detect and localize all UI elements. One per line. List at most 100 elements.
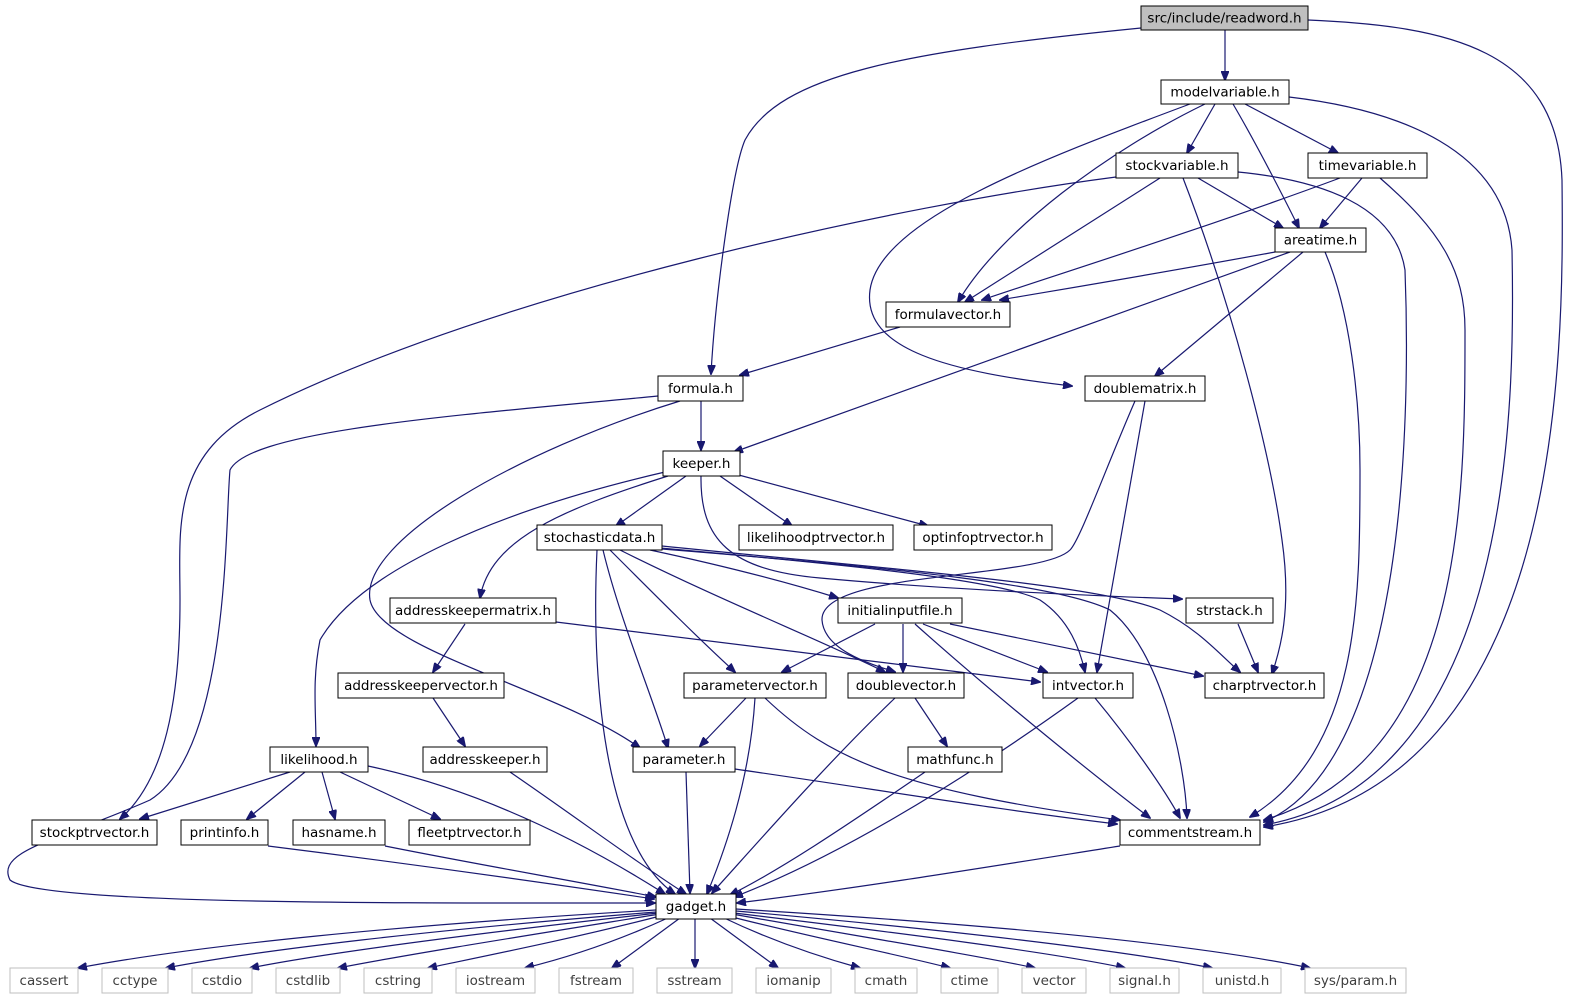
- node-label: cassert: [20, 973, 69, 989]
- node-fstream[interactable]: fstream: [558, 967, 634, 994]
- node-intvector[interactable]: intvector.h: [1042, 672, 1134, 699]
- nodes: src/include/readword.h modelvariable.h s…: [9, 5, 1428, 994]
- edge-initialinputfile-parametervector: [782, 623, 876, 672]
- node-optinfoptrvector[interactable]: optinfoptrvector.h: [913, 524, 1053, 551]
- node-signal[interactable]: signal.h: [1109, 967, 1180, 994]
- node-label: vector: [1033, 973, 1076, 989]
- edge-doublevector-gadget: [712, 697, 896, 893]
- node-label: timevariable.h: [1319, 158, 1417, 174]
- edge-commentstream-gadget: [737, 845, 1121, 903]
- node-likelihoodptrvector[interactable]: likelihoodptrvector.h: [738, 524, 894, 551]
- node-keeper[interactable]: keeper.h: [662, 450, 741, 477]
- edge-keeper-likelihood: [315, 471, 666, 746]
- node-label: optinfoptrvector.h: [922, 530, 1043, 546]
- node-label: doublematrix.h: [1094, 381, 1197, 397]
- node-gadget[interactable]: gadget.h: [655, 893, 737, 920]
- edge-gadget-cctype: [166, 911, 657, 968]
- node-commentstream[interactable]: commentstream.h: [1119, 819, 1261, 846]
- edge-intvector-gadget: [734, 697, 1079, 897]
- edge-modelvariable-doublematrix: [868, 103, 1191, 386]
- edge-gadget-cassert: [78, 909, 657, 968]
- edge-modelvariable-formulavector: [958, 103, 1206, 302]
- edge-stockvariable-charptrvector: [1182, 177, 1287, 674]
- node-label: addresskeepervector.h: [344, 678, 498, 694]
- node-label: modelvariable.h: [1170, 85, 1279, 101]
- node-label: fstream: [570, 973, 622, 989]
- node-mathfunc[interactable]: mathfunc.h: [907, 746, 1003, 773]
- edge-parametervector-commentstream: [764, 697, 1120, 820]
- edge-gadget-fstream: [612, 917, 681, 968]
- edge-gadget-ctime: [727, 915, 950, 968]
- node-cstdio[interactable]: cstdio: [191, 967, 253, 994]
- edge-timevariable-formulavector: [982, 177, 1341, 300]
- edges: [7, 19, 1563, 968]
- node-stockvariable[interactable]: stockvariable.h: [1115, 152, 1239, 179]
- edge-formula-gadget: [7, 395, 659, 903]
- node-cctype[interactable]: cctype: [101, 967, 169, 994]
- edge-modelvariable-stockvariable: [1187, 103, 1216, 153]
- node-iomanip[interactable]: iomanip: [755, 967, 832, 994]
- node-label: fleetptrvector.h: [417, 825, 521, 841]
- node-doublevector[interactable]: doublevector.h: [847, 672, 965, 699]
- node-label: cstdio: [202, 973, 242, 989]
- node-cstring[interactable]: cstring: [363, 967, 433, 994]
- node-formula[interactable]: formula.h: [657, 375, 744, 402]
- node-unistd[interactable]: unistd.h: [1202, 967, 1282, 994]
- edge-stochasticdata-gadget: [595, 549, 675, 894]
- edge-likelihood-printinfo: [247, 771, 306, 819]
- node-initialinputfile[interactable]: initialinputfile.h: [837, 597, 963, 624]
- edge-hasname-gadget: [384, 845, 656, 897]
- edge-stochasticdata-parameter: [602, 549, 668, 748]
- node-label: keeper.h: [673, 456, 731, 472]
- node-stochasticdata[interactable]: stochasticdata.h: [536, 524, 663, 551]
- node-stockptrvector[interactable]: stockptrvector.h: [31, 819, 158, 846]
- edge-addresskeepervector-addresskeeper: [432, 697, 465, 746]
- node-fleetptrvector[interactable]: fleetptrvector.h: [408, 819, 531, 846]
- node-label: doublevector.h: [856, 678, 956, 694]
- edge-gadget-cmath: [721, 916, 860, 968]
- node-printinfo[interactable]: printinfo.h: [180, 819, 269, 846]
- node-likelihood[interactable]: likelihood.h: [269, 746, 369, 773]
- node-label: charptrvector.h: [1213, 678, 1317, 694]
- node-areatime[interactable]: areatime.h: [1274, 227, 1367, 253]
- node-label: formulavector.h: [895, 307, 1001, 323]
- node-label: ctime: [951, 973, 989, 989]
- edge-likelihood-hasname: [321, 771, 335, 819]
- edge-gadget-cstring: [428, 914, 665, 968]
- node-label: strstack.h: [1196, 603, 1263, 619]
- node-cstdlib[interactable]: cstdlib: [275, 967, 341, 994]
- node-strstack[interactable]: strstack.h: [1185, 597, 1274, 624]
- edge-gadget-signal: [733, 912, 1125, 968]
- node-doublematrix[interactable]: doublematrix.h: [1084, 375, 1206, 402]
- node-readword[interactable]: src/include/readword.h: [1140, 5, 1309, 31]
- edge-likelihood-stockptrvector: [140, 771, 291, 819]
- node-label: addresskeepermatrix.h: [395, 603, 551, 619]
- node-addresskeeper[interactable]: addresskeeper.h: [422, 746, 548, 773]
- node-addresskeepermatrix[interactable]: addresskeepermatrix.h: [389, 597, 557, 624]
- node-formulavector[interactable]: formulavector.h: [885, 301, 1011, 328]
- edge-printinfo-gadget: [267, 845, 654, 899]
- node-cassert[interactable]: cassert: [9, 967, 79, 994]
- node-cmath[interactable]: cmath: [854, 967, 918, 994]
- node-parameter[interactable]: parameter.h: [632, 746, 736, 773]
- node-label: cctype: [112, 973, 157, 989]
- node-ctime[interactable]: ctime: [940, 967, 999, 994]
- edge-stochasticdata-initialinputfile: [649, 549, 838, 598]
- node-label: intvector.h: [1052, 678, 1124, 694]
- edge-keeper-stochasticdata: [616, 475, 687, 526]
- node-hasname[interactable]: hasname.h: [292, 819, 386, 846]
- node-sstream[interactable]: sstream: [656, 967, 733, 994]
- node-parametervector[interactable]: parametervector.h: [683, 672, 827, 699]
- node-modelvariable[interactable]: modelvariable.h: [1160, 79, 1290, 105]
- node-sysparam[interactable]: sys/param.h: [1304, 967, 1407, 994]
- node-timevariable[interactable]: timevariable.h: [1307, 152, 1428, 179]
- node-label: parameter.h: [643, 752, 726, 768]
- node-iostream[interactable]: iostream: [455, 967, 536, 994]
- edge-keeper-strstack: [700, 475, 1182, 599]
- node-charptrvector[interactable]: charptrvector.h: [1204, 672, 1325, 699]
- node-addresskeepervector[interactable]: addresskeepervector.h: [337, 672, 505, 699]
- node-vector[interactable]: vector: [1021, 967, 1087, 994]
- edge-gadget-cstdlib: [338, 913, 661, 968]
- edge-likelihood-fleetptrvector: [339, 771, 440, 819]
